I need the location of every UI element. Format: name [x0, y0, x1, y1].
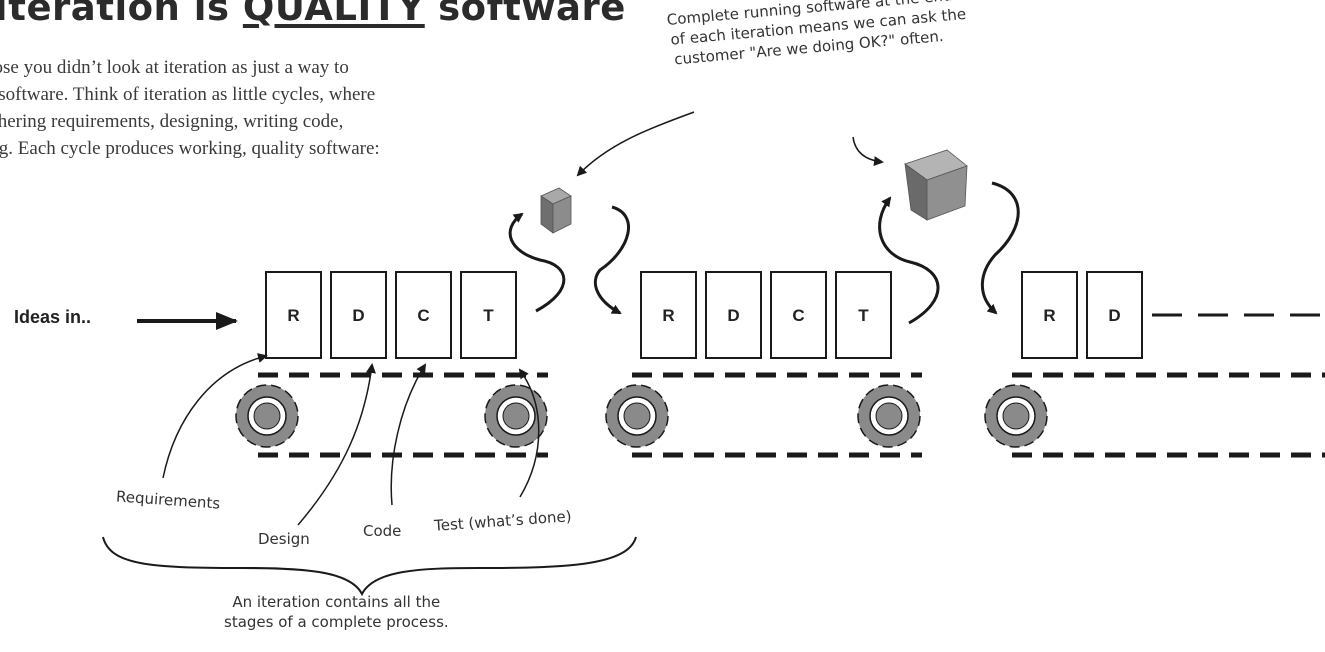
- intro-line: athering requirements, designing, writin…: [0, 111, 344, 132]
- note-pointers: [576, 111, 884, 177]
- page-heading: Iteration is QUALITY software: [0, 0, 626, 29]
- heading-prefix: Iteration is: [0, 0, 243, 29]
- gear-icon: [235, 384, 299, 448]
- gear-icon: [857, 384, 921, 448]
- intro-line: pose you didn’t look at iteration as jus…: [0, 57, 349, 78]
- software-cube-icon: [540, 187, 572, 234]
- intro-paragraph: pose you didn’t look at iteration as jus…: [0, 54, 544, 162]
- stage-label: D: [1108, 306, 1120, 325]
- conveyor-belt: [1012, 372, 1325, 458]
- iteration-2: R D C T: [640, 271, 892, 359]
- iteration-brace: [102, 536, 637, 597]
- stage-box: [265, 271, 322, 359]
- heading-emphasis: QUALITY: [242, 0, 425, 29]
- stage-label: C: [417, 306, 429, 325]
- conveyor-belt: [258, 372, 548, 458]
- iteration-1: R D C T: [265, 271, 517, 359]
- stage-box: [640, 271, 697, 359]
- flow-arrows: [508, 181, 1020, 325]
- stage-box: [835, 271, 892, 359]
- stage-label: T: [858, 306, 869, 325]
- stage-box: [395, 271, 452, 359]
- stage-label: R: [1043, 306, 1055, 325]
- stage-box: [770, 271, 827, 359]
- ideas-in-label: Ideas in..: [14, 307, 92, 327]
- intro-line: g software. Think of iteration as little…: [0, 84, 376, 105]
- label-pointers: [162, 353, 540, 526]
- gear-icon: [605, 384, 669, 448]
- note-line: An iteration contains all the: [232, 593, 441, 611]
- iteration-note: An iteration contains all the stages of …: [224, 592, 449, 632]
- stage-box: [330, 271, 387, 359]
- stage-label: T: [483, 306, 494, 325]
- stage-box: [460, 271, 517, 359]
- code-label: Code: [363, 522, 402, 540]
- stage-box: [1086, 271, 1143, 359]
- stage-label: R: [287, 306, 299, 325]
- stage-label: R: [662, 306, 674, 325]
- stage-box: [1021, 271, 1078, 359]
- stage-label: D: [727, 306, 739, 325]
- conveyor-belt: [632, 372, 922, 458]
- iteration-3: R D: [1021, 271, 1325, 359]
- note-line: stages of a complete process.: [224, 613, 449, 631]
- stage-label: C: [792, 306, 804, 325]
- software-cube-icon: [904, 149, 968, 221]
- design-label: Design: [258, 530, 310, 548]
- gear-icon: [984, 384, 1048, 448]
- stage-box: [705, 271, 762, 359]
- intro-line: ing. Each cycle produces working, qualit…: [0, 138, 380, 159]
- stage-label: D: [352, 306, 364, 325]
- heading-suffix: software: [424, 0, 626, 29]
